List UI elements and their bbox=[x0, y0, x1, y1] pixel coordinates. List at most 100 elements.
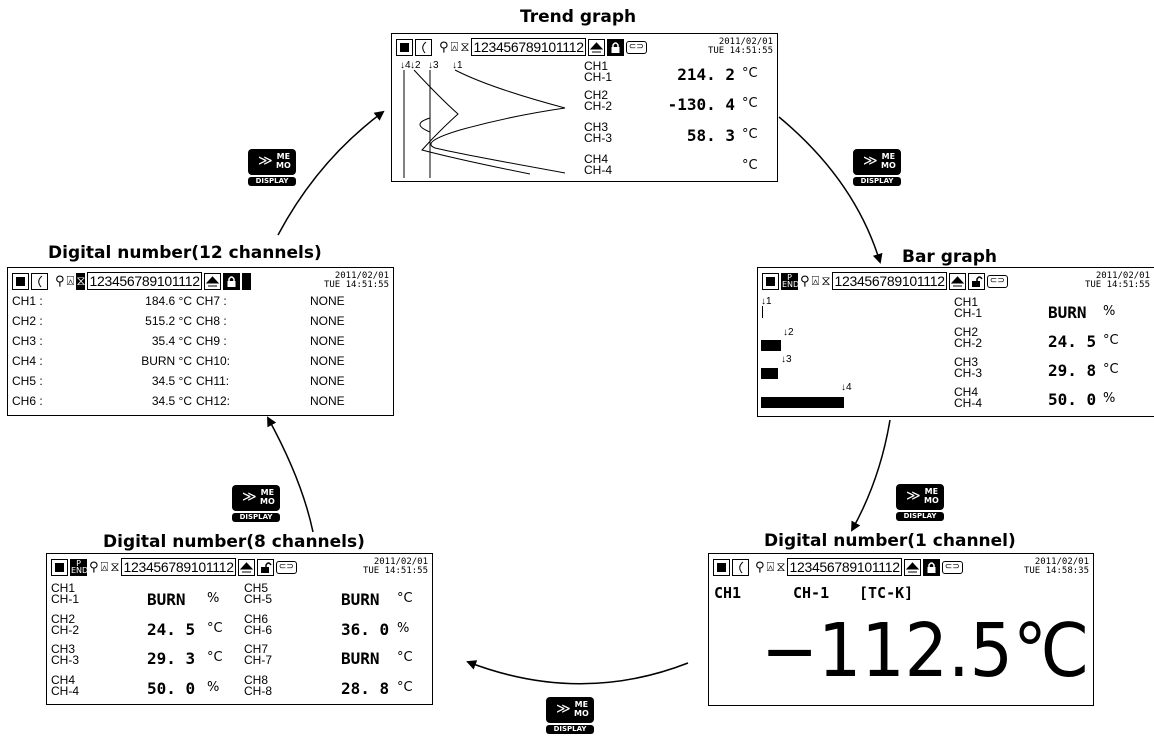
trend-graph-title: Trend graph bbox=[520, 7, 637, 27]
table-row: CH6 : 34.5 °C CH12: NONE bbox=[12, 394, 389, 412]
d1-sensor-type: [TC-K] bbox=[859, 584, 914, 602]
d1-channel: CH1 bbox=[714, 584, 742, 602]
ch2-unit: °C bbox=[742, 96, 758, 111]
ch3-value: 29. 3 bbox=[147, 649, 196, 668]
row-right-label: CH10: bbox=[196, 354, 231, 368]
ch3-unit: °C bbox=[1103, 362, 1119, 377]
ch3-unit: °C bbox=[207, 650, 223, 665]
bar-pointer-3: ↓3 bbox=[781, 354, 792, 365]
hourglass-icon: ⧖ bbox=[776, 559, 786, 575]
row-right-value: NONE bbox=[310, 314, 345, 328]
lock-icon bbox=[922, 558, 940, 576]
ch4-unit: °C bbox=[742, 158, 758, 173]
stop-icon bbox=[51, 558, 68, 576]
ch4-value: 50. 0 bbox=[1048, 390, 1097, 409]
row-right-label: CH8 : bbox=[196, 314, 227, 328]
row-right-label: CH11: bbox=[196, 374, 230, 388]
lock-icon bbox=[606, 38, 624, 56]
hourglass-icon: ⧖ bbox=[110, 559, 120, 575]
battery-icon: ⊂⊃ bbox=[941, 560, 963, 574]
memo-icon bbox=[415, 38, 432, 56]
bar-pointer-4: ↓4 bbox=[841, 382, 852, 393]
channel-numbers: 123456789101112 bbox=[471, 38, 586, 56]
row-left-label: CH3 : bbox=[12, 334, 43, 348]
trend-line-ch3b bbox=[419, 117, 431, 133]
ch5-unit: °C bbox=[397, 591, 413, 606]
upload-icon bbox=[203, 272, 221, 290]
row-left-label: CH2 : bbox=[12, 314, 43, 328]
table-row: CH1 : 184.6 °C CH7 : NONE bbox=[12, 294, 389, 312]
ch3-value: 29. 8 bbox=[1048, 361, 1097, 380]
row-left-value: 515.2 °C bbox=[145, 314, 192, 328]
upload-icon bbox=[903, 558, 921, 576]
digital-8-title: Digital number(8 channels) bbox=[103, 532, 365, 552]
bar-ch1-stub bbox=[762, 306, 763, 318]
bar-ch2 bbox=[761, 340, 781, 351]
row-right-value: NONE bbox=[310, 294, 345, 308]
hourglass-icon: ⧖ bbox=[76, 272, 86, 290]
storage-icon: ⍓ bbox=[100, 559, 109, 575]
channel-numbers: 123456789101112 bbox=[121, 558, 236, 576]
row-left-value: 34.5 °C bbox=[151, 394, 192, 408]
bar-pointer-1: ↓1 bbox=[761, 296, 772, 307]
arrow-bar-to-d1 bbox=[851, 419, 891, 532]
row-left-value: BURN °C bbox=[141, 354, 192, 368]
ch3-value: 58. 3 bbox=[686, 126, 735, 145]
unlock-icon bbox=[256, 558, 274, 576]
bar-graph-title: Bar graph bbox=[902, 247, 998, 267]
ch7-unit: °C bbox=[397, 650, 413, 665]
ch6-value: 36. 0 bbox=[341, 620, 390, 639]
battery-icon: ⊂⊃ bbox=[625, 40, 647, 54]
row-left-value: 34.5 °C bbox=[151, 374, 192, 388]
bar-pointer-2: ↓2 bbox=[783, 327, 794, 338]
row-right-value: NONE bbox=[310, 374, 345, 388]
ch7-value: BURN bbox=[341, 649, 380, 668]
d12-table: CH1 : 184.6 °C CH7 : NONE CH2 : 515.2 °C… bbox=[8, 294, 393, 415]
row-left-label: CH5 : bbox=[12, 374, 43, 388]
row-right-label: CH9 : bbox=[196, 334, 227, 348]
table-row: CH5 : 34.5 °C CH11: NONE bbox=[12, 374, 389, 392]
ch2-value: 24. 5 bbox=[147, 620, 196, 639]
ch4-unit: % bbox=[207, 680, 220, 695]
row-right-label: CH7 : bbox=[196, 294, 227, 308]
channel-numbers: 123456789101112 bbox=[787, 558, 902, 576]
d1-big-value: −112.5℃ bbox=[761, 608, 1090, 694]
row-right-value: NONE bbox=[310, 354, 345, 368]
bar-plot: ↓1 ↓2 ↓3 ↓4 bbox=[761, 294, 941, 414]
usb-icon: ⚲ bbox=[89, 559, 99, 575]
stop-icon bbox=[396, 38, 413, 56]
arrow-d1-to-d8 bbox=[466, 660, 689, 685]
arrow-trend-to-bar bbox=[778, 116, 883, 264]
trend-pointer-3: ↓3 bbox=[428, 60, 439, 71]
row-right-value: NONE bbox=[310, 334, 345, 348]
bar-ch4 bbox=[761, 397, 844, 408]
row-right-label: CH12: bbox=[196, 394, 231, 408]
memo-icon bbox=[31, 272, 48, 290]
usb-icon: ⚲ bbox=[800, 273, 810, 289]
hourglass-icon: ⧖ bbox=[460, 39, 470, 55]
battery-level-icon bbox=[241, 272, 251, 290]
